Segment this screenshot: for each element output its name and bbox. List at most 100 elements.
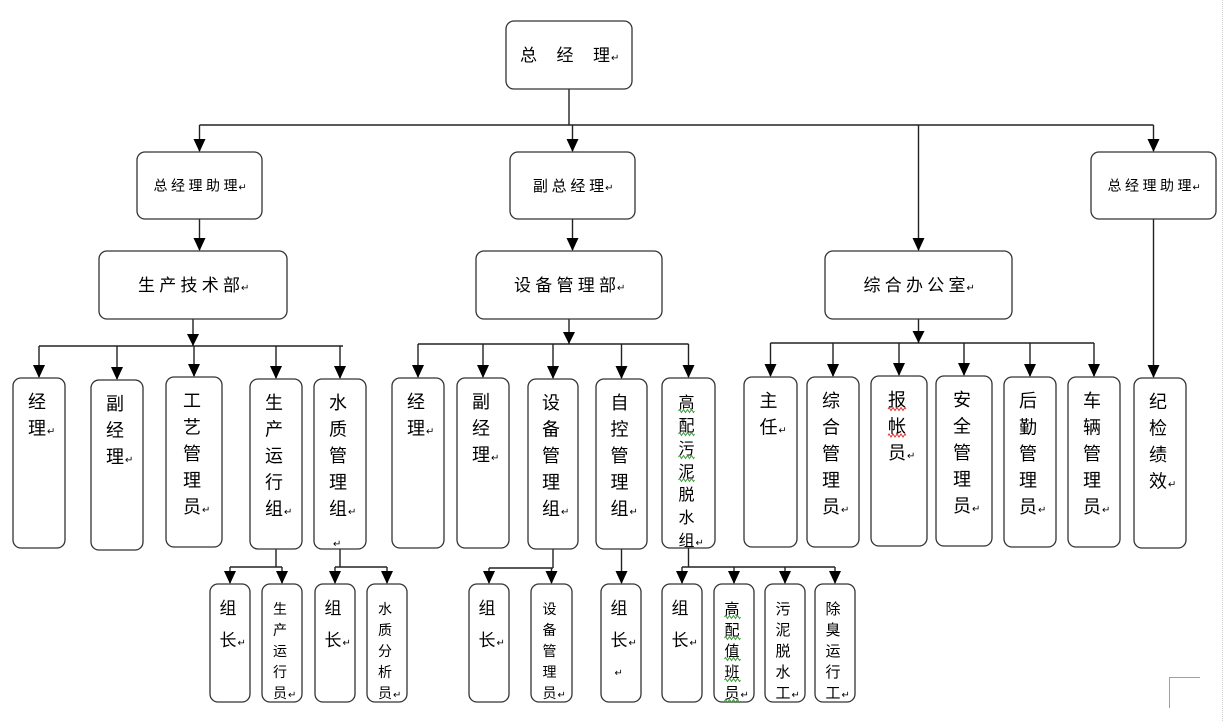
arrow-head bbox=[111, 367, 123, 380]
node-label-char: 任 bbox=[760, 418, 778, 439]
node-box bbox=[764, 583, 806, 703]
node-label-char: 污 bbox=[776, 600, 791, 618]
org-node-gm: 总经理↵ bbox=[505, 20, 633, 90]
node-label-char: 后 bbox=[1019, 391, 1037, 412]
node-label-char: 员 bbox=[1019, 497, 1037, 518]
arrow-head bbox=[276, 571, 288, 584]
paragraph-mark-icon: ↵ bbox=[630, 507, 638, 518]
node-label-char: 班 bbox=[725, 663, 740, 681]
node-layer: 总经理↵总经理助理↵副总经理↵总经理助理↵生产技术部↵设备管理部↵综合办公室↵经… bbox=[12, 20, 1217, 704]
node-label-char: 理 bbox=[106, 447, 124, 468]
node-label-char: 析 bbox=[378, 665, 392, 681]
paragraph-mark-icon: ↵ bbox=[333, 539, 341, 550]
node-label-char: 组 bbox=[679, 531, 695, 550]
arrow-head bbox=[33, 365, 45, 378]
grammar-underline bbox=[678, 477, 695, 483]
node-box bbox=[595, 378, 648, 550]
node-label-char: 经 bbox=[557, 46, 574, 66]
node-label-char: 质 bbox=[378, 623, 392, 639]
node-label-char: 理 bbox=[542, 473, 560, 494]
node-label-char: 分 bbox=[378, 644, 392, 660]
paragraph-mark-icon: ↵ bbox=[1102, 505, 1110, 516]
node-label-char: 臭 bbox=[826, 621, 841, 639]
node-label-char: 污 bbox=[679, 439, 695, 458]
node-label-char: 理 bbox=[543, 665, 557, 681]
paragraph-mark-icon: ↵ bbox=[47, 427, 55, 438]
node-label-char: 员 bbox=[273, 686, 287, 702]
node-label-char: 合 bbox=[885, 276, 902, 296]
node-box bbox=[661, 377, 716, 549]
node-label-char: 运 bbox=[826, 642, 841, 660]
arrow-head bbox=[1024, 364, 1036, 377]
paragraph-mark-icon: ↵ bbox=[558, 690, 566, 701]
node-label-char: 理 bbox=[822, 471, 840, 492]
connector-group-asst1 bbox=[193, 219, 206, 251]
arrow-head bbox=[381, 571, 393, 584]
node-label-char: 组 bbox=[672, 599, 689, 619]
node-box bbox=[1067, 376, 1121, 548]
node-box bbox=[98, 250, 288, 320]
node-label-char: 产 bbox=[159, 276, 176, 296]
node-label-char: 检 bbox=[1149, 419, 1167, 440]
node-box bbox=[1003, 376, 1057, 548]
node-label-char: 运 bbox=[265, 446, 283, 467]
org-node-vgm: 副总经理↵ bbox=[509, 151, 636, 220]
arrow-head bbox=[188, 364, 200, 377]
arrow-head bbox=[779, 571, 791, 584]
arrow-head bbox=[682, 365, 695, 378]
paragraph-mark-icon: ↵ bbox=[343, 638, 351, 649]
paragraph-mark-icon: ↵ bbox=[615, 668, 623, 679]
arrow-head bbox=[728, 571, 740, 584]
node-label-char: 车 bbox=[1083, 391, 1101, 412]
node-label-char: 综 bbox=[864, 276, 881, 296]
paragraph-mark-icon: ↵ bbox=[605, 183, 613, 194]
node-label-char: 助 bbox=[206, 179, 220, 195]
node-label-char: 理 bbox=[1143, 179, 1157, 195]
arrow-head bbox=[193, 139, 206, 152]
node-label-char: 控 bbox=[611, 420, 629, 441]
node-box bbox=[261, 583, 303, 703]
org-node-equip-lead: 组长↵ bbox=[468, 583, 510, 703]
node-label-char: 理 bbox=[953, 470, 971, 491]
node-label-char: 经 bbox=[570, 177, 585, 195]
node-box bbox=[314, 583, 356, 703]
node-label-char: 理 bbox=[578, 276, 595, 296]
paragraph-mark-icon: ↵ bbox=[907, 451, 915, 462]
node-label-char: 脱 bbox=[776, 642, 791, 660]
node-label-char: 备 bbox=[543, 622, 557, 639]
node-label-char: 全 bbox=[953, 417, 971, 438]
node-label-char: 泥 bbox=[679, 462, 695, 481]
connector-group-office bbox=[764, 319, 1100, 377]
node-label-char: 副 bbox=[106, 394, 124, 415]
node-box bbox=[509, 151, 636, 220]
node-label-char: 水 bbox=[378, 602, 392, 618]
node-label-char: 管 bbox=[329, 446, 347, 467]
node-label-char: 行 bbox=[265, 473, 283, 494]
node-label-char: 艺 bbox=[183, 418, 201, 439]
paragraph-mark-icon: ↵ bbox=[238, 638, 246, 649]
node-box bbox=[661, 583, 703, 703]
spellcheck-underline bbox=[887, 406, 907, 412]
node-label-char: 技 bbox=[181, 276, 198, 296]
node-label-char: 理 bbox=[589, 177, 604, 195]
node-label-char: 理 bbox=[407, 419, 425, 440]
node-box bbox=[391, 377, 445, 549]
org-node-equip: 设备管理部↵ bbox=[475, 250, 663, 320]
grammar-underline bbox=[724, 635, 741, 641]
page-corner-mark bbox=[1169, 677, 1200, 708]
arrow-head bbox=[827, 364, 839, 377]
node-label-char: 报 bbox=[888, 390, 906, 411]
node-label-char: 生 bbox=[273, 602, 287, 618]
node-box bbox=[12, 377, 66, 549]
node-label-char: 管 bbox=[557, 276, 574, 296]
paragraph-mark-icon: ↵ bbox=[841, 505, 849, 516]
arrow-head bbox=[912, 331, 925, 343]
node-box bbox=[313, 378, 367, 550]
arrow-head bbox=[1088, 364, 1100, 377]
node-label-char: 效 bbox=[1149, 472, 1167, 493]
